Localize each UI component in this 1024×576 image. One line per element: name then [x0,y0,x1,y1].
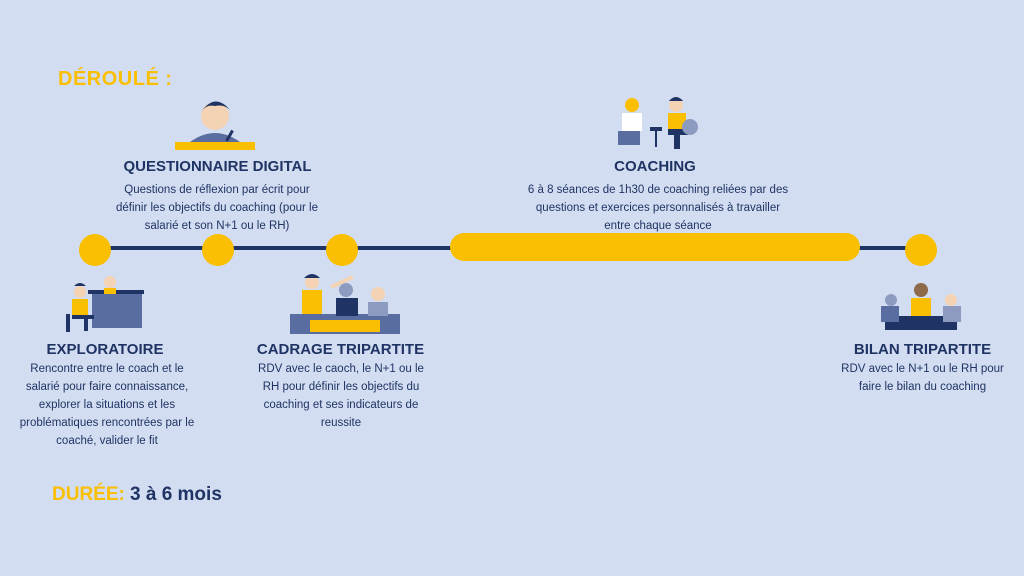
meeting-desk-icon [66,276,144,332]
page-header: DÉROULÉ : [58,68,173,90]
group-meeting-icon [881,283,961,330]
step-desc-cadrage: RDV avec le caoch, le N+1 ou le RH pour … [258,363,424,429]
timeline-bar-coaching [450,233,860,261]
step-title-cadrage: CADRAGE TRIPARTITE [256,341,425,358]
writing-person-icon [175,101,255,150]
step-title-questionnaire: QUESTIONNAIRE DIGITAL [123,158,312,175]
duree-label: DURÉE: [52,484,125,505]
step-desc-coaching: 6 à 8 séances de 1h30 de coaching reliée… [527,184,789,232]
step-title-bilan: BILAN TRIPARTITE [853,341,992,358]
timeline-dot-exploratoire [79,234,111,266]
step-desc-questionnaire: Questions de réflexion par écrit pour dé… [115,184,318,232]
timeline-dot-bilan [905,234,937,266]
timeline-dot-cadrage [326,234,358,266]
timeline-dot-questionnaire [202,234,234,266]
duree-value: 3 à 6 mois [130,484,222,505]
step-desc-exploratoire: Rencontre entre le coach et le salarié p… [19,363,195,447]
team-highfive-icon [290,274,400,334]
step-title-coaching: COACHING [614,158,696,175]
coaching-session-icon [618,97,698,149]
step-title-exploratoire: EXPLORATOIRE [46,341,164,358]
step-desc-bilan: RDV avec le N+1 ou le RH pour faire le b… [841,363,1004,393]
